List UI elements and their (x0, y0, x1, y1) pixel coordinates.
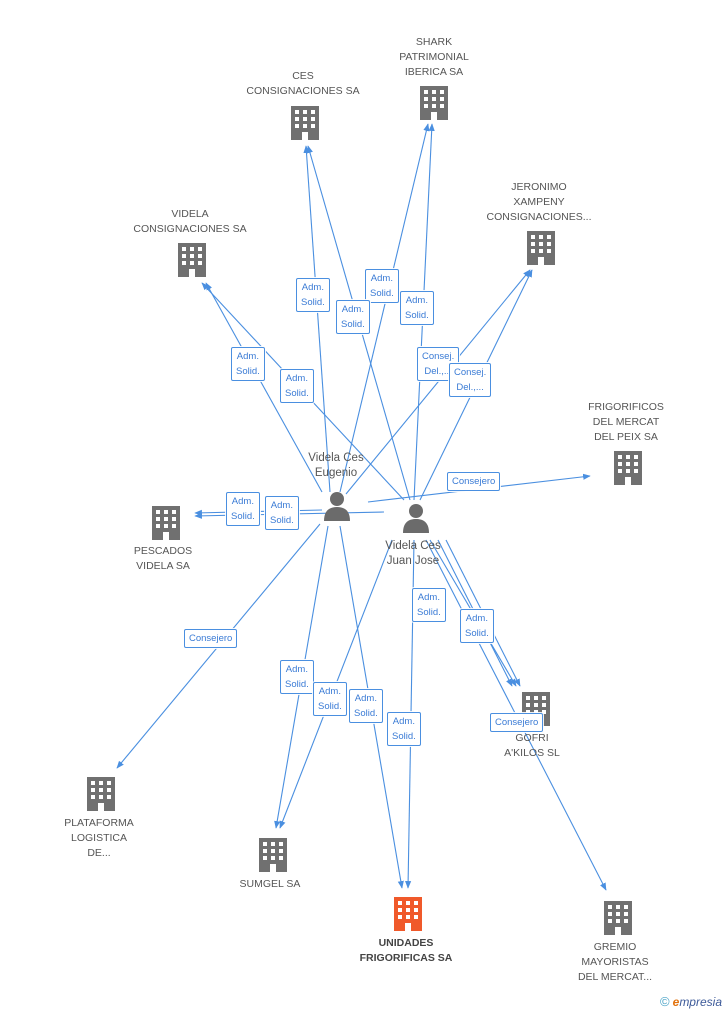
copyright-icon: © (660, 994, 670, 1009)
person-label-juan-jose[interactable]: Videla Ces Juan Jose (385, 540, 441, 567)
person-icon-eugenio[interactable] (324, 492, 350, 521)
building-icon-unidades[interactable] (394, 897, 422, 931)
edge-label: Consejero (184, 629, 238, 648)
brand-logo-letter: e (672, 995, 680, 1009)
edge-label: Adm. Solid. (400, 291, 434, 325)
edge-label: Consejero (447, 472, 501, 491)
edge-label: Adm. Solid. (280, 369, 314, 403)
edge-label: Adm. Solid. (365, 269, 399, 303)
building-icon-ces-consignaciones[interactable] (291, 106, 319, 140)
building-icon-jeronimo[interactable] (527, 231, 555, 265)
building-icon-plataforma[interactable] (87, 777, 115, 811)
node-label-gremio[interactable]: GREMIO MAYORISTAS DEL MERCAT... (577, 941, 653, 983)
edge-eugenio-videla (205, 282, 323, 493)
edge-label: Adm. Solid. (412, 588, 446, 622)
building-icon-shark[interactable] (420, 86, 448, 120)
brand-logo-text: mpresia (679, 995, 722, 1009)
edge-label: Adm. Solid. (387, 712, 421, 746)
node-label-unidades[interactable]: UNIDADES FRIGORIFICAS SA (359, 937, 453, 964)
node-label-videla-consignaciones[interactable]: VIDELA CONSIGNACIONES SA (133, 208, 247, 235)
node-label-plataforma[interactable]: PLATAFORMA LOGISTICA DE... (64, 817, 134, 859)
edge-eugenio-shark (339, 123, 430, 493)
building-icon-pescados[interactable] (152, 506, 180, 540)
edge-label: Adm. Solid. (226, 492, 260, 526)
edge-label: Consejero (490, 713, 544, 732)
edge-label: Consej. Del.,... (449, 363, 492, 397)
node-label-jeronimo[interactable]: JERONIMO XAMPENY CONSIGNACIONES... (486, 181, 592, 223)
edge-label: Adm. Solid. (336, 300, 370, 334)
node-label-shark[interactable]: SHARK PATRIMONIAL IBERICA SA (399, 36, 469, 78)
edge-label: Adm. Solid. (313, 682, 347, 716)
node-label-gofri[interactable]: GOFRI A'KILOS SL (504, 732, 560, 759)
building-icon-videla-consignaciones[interactable] (178, 243, 206, 277)
edge-label: Adm. Solid. (231, 347, 265, 381)
edge-label: Adm. Solid. (265, 496, 299, 530)
edge-label: Adm. Solid. (296, 278, 330, 312)
node-label-frigorificos[interactable]: FRIGORIFICOS DEL MERCAT DEL PEIX SA (588, 401, 664, 443)
edge-eugenio-ces (303, 145, 331, 493)
person-icon-juan-jose[interactable] (403, 504, 429, 533)
edge-label: Adm. Solid. (280, 660, 314, 694)
node-label-ces-consignaciones[interactable]: CES CONSIGNACIONES SA (246, 70, 360, 97)
node-label-pescados[interactable]: PESCADOS VIDELA SA (133, 545, 193, 572)
node-label-sumgel[interactable]: SUMGEL SA (239, 878, 301, 890)
building-icon-frigorificos[interactable] (614, 451, 642, 485)
building-icon-sumgel[interactable] (259, 838, 287, 872)
building-icon-gremio[interactable] (604, 901, 632, 935)
footer-brand[interactable]: ©empresia (660, 994, 722, 1009)
edge-label: Adm. Solid. (349, 689, 383, 723)
edge-eugenio-jeronimo (345, 269, 531, 495)
person-label-eugenio[interactable]: Videla Ces Eugenio (308, 452, 364, 479)
edge-label: Adm. Solid. (460, 609, 494, 643)
